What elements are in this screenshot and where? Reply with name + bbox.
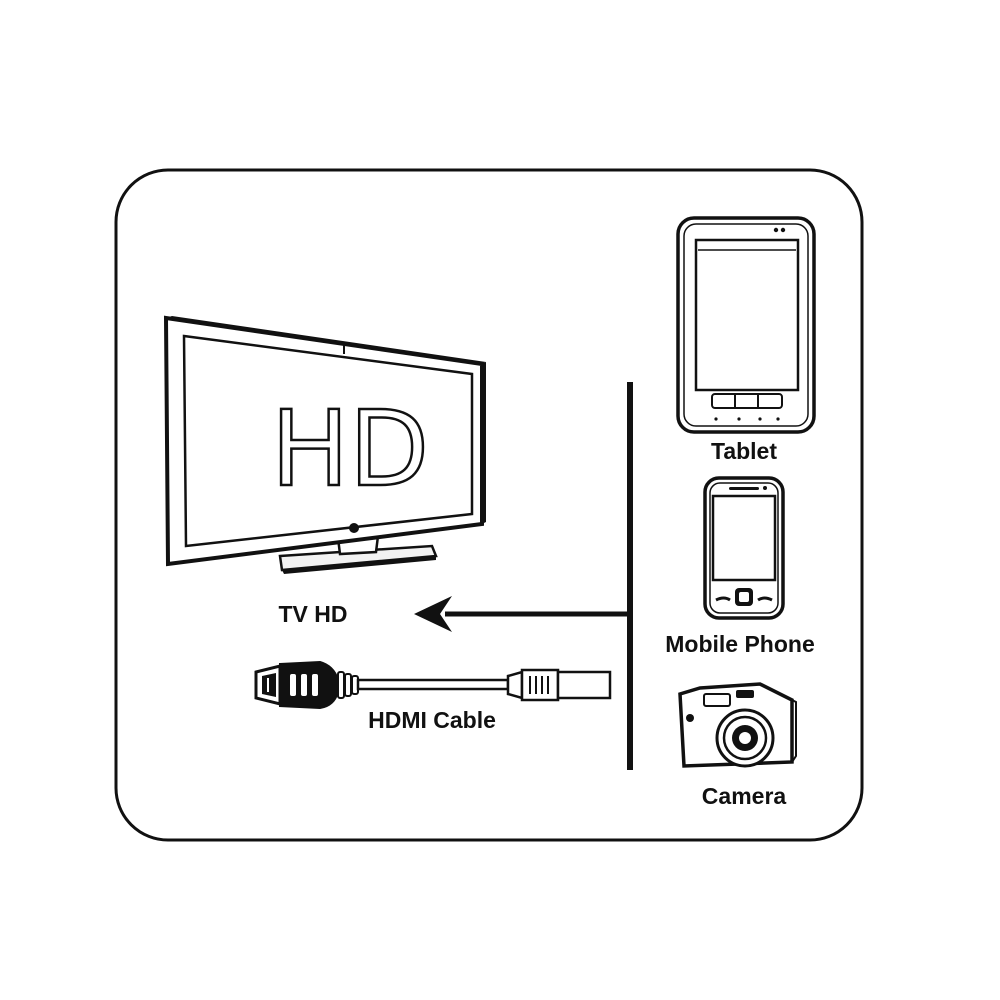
mobile-phone-icon bbox=[703, 476, 785, 620]
camera-label: Camera bbox=[702, 783, 787, 809]
hdmi-cable-label: HDMI Cable bbox=[368, 707, 496, 733]
tv-label: TV HD bbox=[279, 601, 348, 627]
tablet-icon bbox=[676, 216, 816, 434]
arrow-left-icon bbox=[414, 596, 452, 632]
camera-icon bbox=[678, 682, 797, 768]
hdmi-cable-icon bbox=[254, 660, 612, 710]
tv-icon: HD bbox=[163, 315, 486, 574]
mobile-phone-label: Mobile Phone bbox=[665, 631, 815, 657]
tablet-label: Tablet bbox=[711, 438, 777, 464]
tv-screen-text: HD bbox=[271, 388, 429, 510]
